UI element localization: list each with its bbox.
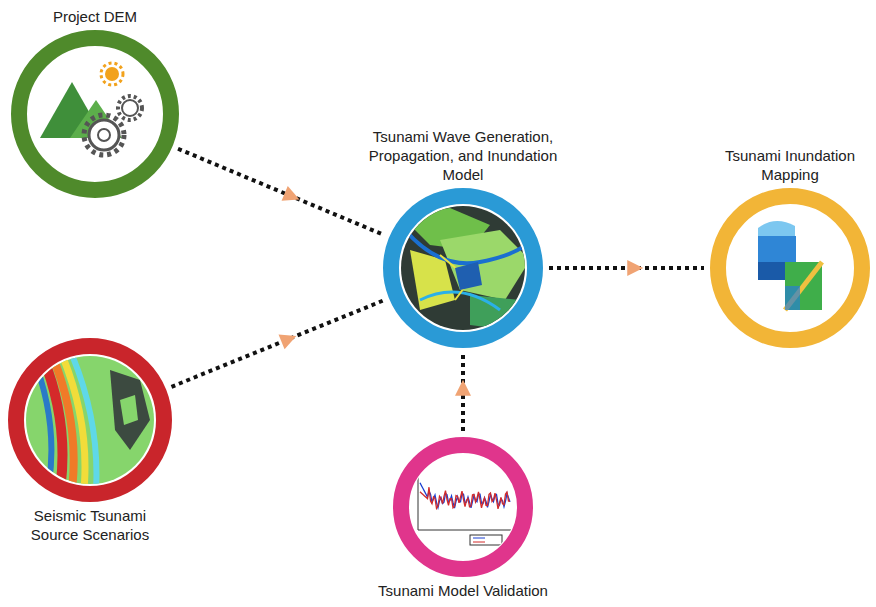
illustration-part	[785, 262, 822, 310]
ring	[16, 346, 164, 494]
node-label: Tsunami Inundation Mapping	[715, 146, 865, 184]
illustration-part	[70, 350, 96, 490]
illustration-part	[785, 286, 800, 310]
node-label: Tsunami Wave Generation, Propagation, an…	[368, 127, 558, 184]
illustration-part	[418, 472, 419, 530]
circle-outline	[710, 188, 870, 348]
arrow-head	[282, 186, 300, 201]
illustration-part	[122, 100, 138, 116]
illustration-part	[455, 262, 482, 290]
illustration-part	[89, 120, 119, 150]
dotted-arrow	[455, 354, 471, 431]
illustration-part	[420, 487, 510, 509]
dotted-line	[178, 149, 384, 235]
process-circle: Seismic Tsunami Source Scenarios	[8, 338, 172, 544]
dotted-arrow	[549, 260, 704, 276]
illustration-part	[785, 262, 822, 310]
ring	[401, 445, 525, 569]
circle-outline	[11, 30, 179, 198]
ring-outline	[393, 437, 533, 577]
process-circle: Project DEM	[10, 7, 180, 198]
illustration-part	[440, 230, 530, 300]
arrow-head	[627, 260, 643, 276]
process-circle: Tsunami Wave Generation, Propagation, an…	[368, 127, 558, 348]
process-circle: Tsunami Inundation Mapping	[710, 146, 870, 348]
ring	[718, 196, 862, 340]
dotted-line	[171, 300, 383, 386]
arrow-head	[279, 335, 297, 350]
illustration-part	[105, 67, 119, 81]
illustration-part	[118, 96, 142, 120]
ring	[19, 38, 171, 190]
illustration-part	[84, 115, 124, 155]
illustration-part	[473, 542, 485, 543]
illustration-part	[420, 483, 510, 508]
circle-outline	[393, 437, 533, 577]
dotted-line	[549, 266, 704, 270]
illustration-part	[420, 483, 510, 509]
process-circle: Tsunami Model Validation	[333, 437, 593, 600]
node-label: Tsunami Model Validation	[333, 581, 593, 600]
dotted-arrow	[178, 149, 384, 235]
dotted-arrow	[171, 300, 383, 386]
ring-outline	[710, 188, 870, 348]
node-label: Project DEM	[10, 7, 180, 26]
circle-outline	[383, 188, 543, 348]
ring	[391, 196, 535, 340]
arrow-head	[455, 380, 471, 396]
illustration-part	[98, 129, 110, 141]
illustration-part	[470, 535, 502, 545]
illustration-part	[120, 395, 138, 425]
illustration-part	[101, 63, 123, 85]
node-label: Seismic Tsunami Source Scenarios	[20, 506, 160, 544]
illustration-part	[473, 538, 485, 539]
ring-outline	[11, 30, 179, 198]
illustration-part	[418, 530, 512, 531]
illustration-part	[405, 230, 530, 263]
ring-outline	[8, 338, 172, 502]
ring-outline	[383, 188, 543, 348]
circle-outline	[8, 338, 172, 502]
